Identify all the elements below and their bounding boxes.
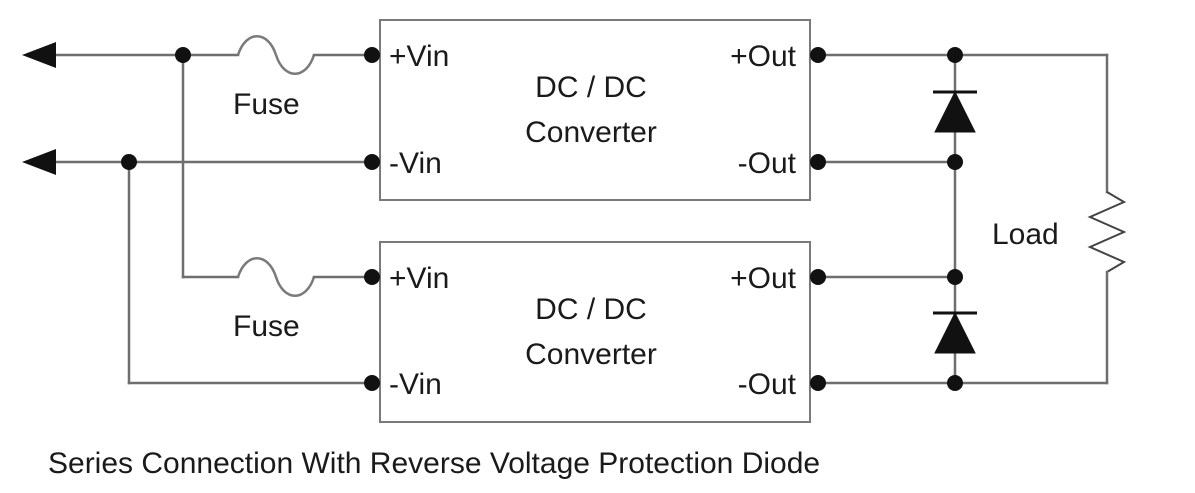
bottom-fuse-label: Fuse (233, 310, 300, 343)
top-fuse-label: Fuse (233, 88, 300, 121)
input-positive-arrow (22, 42, 56, 68)
bottom-converter-title-line1: DC / DC (535, 293, 647, 326)
rail-node-top (947, 47, 963, 63)
top-vin-pos-pin (364, 47, 380, 63)
top-vin-pos-label: +Vin (389, 40, 449, 73)
bottom-converter-title-line2: Converter (525, 338, 657, 371)
top-vin-neg-pin (364, 154, 380, 170)
top-vin-neg-label: -Vin (389, 147, 442, 180)
load-label: Load (992, 218, 1059, 251)
bottom-vin-neg-label: -Vin (389, 368, 442, 401)
bottom-vin-neg-pin (364, 375, 380, 391)
top-converter-box (379, 19, 811, 201)
top-out-neg-pin (810, 154, 826, 170)
rail-node-bottom (947, 375, 963, 391)
bottom-fuse-symbol (236, 257, 316, 297)
junction-node-positive (175, 47, 191, 63)
junction-node-negative (121, 154, 137, 170)
top-out-neg-label: -Out (738, 147, 797, 180)
input-wiring (22, 35, 370, 385)
output-wiring (818, 47, 1127, 391)
bottom-converter-box (379, 241, 811, 423)
rail-node-top-neg (947, 154, 963, 170)
diagram-caption: Series Connection With Reverse Voltage P… (48, 447, 820, 480)
top-converter-title-line2: Converter (525, 116, 657, 149)
top-fuse-symbol (236, 35, 316, 75)
top-converter-title-line1: DC / DC (535, 71, 647, 104)
input-negative-arrow (22, 149, 56, 175)
pin-dots (364, 47, 826, 391)
load-resistor-symbol (1087, 191, 1127, 273)
bottom-protection-diode (933, 311, 977, 354)
top-out-pos-pin (810, 47, 826, 63)
top-out-pos-label: +Out (730, 40, 797, 73)
bottom-vin-pos-label: +Vin (389, 262, 449, 295)
bottom-out-pos-pin (810, 269, 826, 285)
bottom-out-neg-pin (810, 375, 826, 391)
top-protection-diode (933, 90, 977, 133)
bottom-out-neg-label: -Out (738, 368, 797, 401)
rail-node-bottom-pos (947, 269, 963, 285)
bottom-out-pos-label: +Out (730, 262, 797, 295)
bottom-vin-pos-pin (364, 269, 380, 285)
